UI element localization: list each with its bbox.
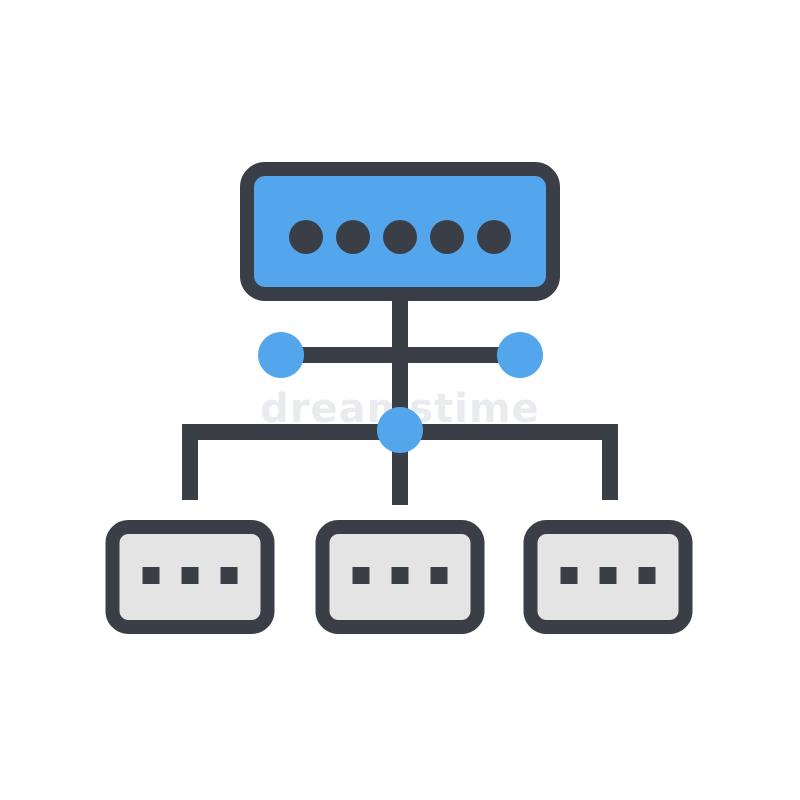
server-dot (477, 220, 511, 254)
right-node-icon (497, 332, 543, 378)
client-indicator-square (430, 567, 448, 584)
client-indicator-square (638, 567, 656, 584)
client-indicator-square (181, 567, 199, 584)
left-node-icon (258, 332, 304, 378)
client-middle (315, 520, 485, 634)
client-right (523, 520, 693, 634)
connector-lines (182, 300, 618, 505)
server-dot (289, 220, 323, 254)
client-indicator-square (391, 567, 409, 584)
center-node-icon (377, 407, 423, 453)
client-indicator-square (352, 567, 370, 584)
client-boxes (105, 520, 693, 634)
server-dot (430, 220, 464, 254)
client-left (105, 520, 275, 634)
server-indicator-dots (289, 220, 511, 254)
client-indicator-square (220, 567, 238, 584)
server-dot (383, 220, 417, 254)
server-dot (336, 220, 370, 254)
server-icon (240, 162, 560, 301)
client-indicator-square (599, 567, 617, 584)
client-indicator-square (560, 567, 578, 584)
client-indicator-square (142, 567, 160, 584)
connector-nodes (258, 332, 543, 453)
